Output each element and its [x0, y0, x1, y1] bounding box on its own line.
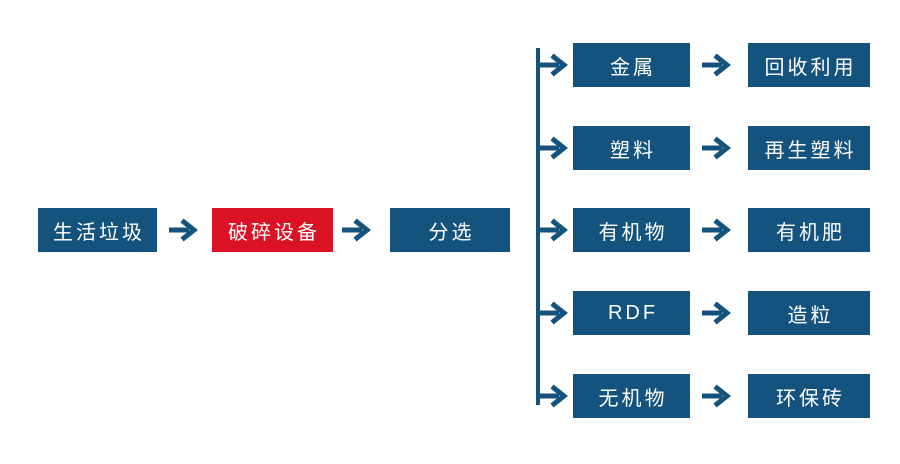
node-metal: 金属 [573, 43, 690, 87]
node-recycling: 回收利用 [748, 43, 870, 87]
node-organic-matter: 有机物 [573, 208, 690, 252]
arrow-right-icon [168, 218, 202, 242]
arrow-right-icon [538, 301, 572, 325]
arrow-right-icon [701, 301, 735, 325]
node-recycled-plastic: 再生塑料 [748, 126, 870, 170]
arrow-right-icon [701, 218, 735, 242]
node-eco-brick: 环保砖 [748, 374, 870, 418]
node-granulation: 造粒 [748, 291, 870, 335]
arrow-right-icon [701, 384, 735, 408]
node-sorting: 分选 [390, 208, 510, 252]
arrow-right-icon [538, 53, 572, 77]
arrow-right-icon [538, 218, 572, 242]
node-inorganic-matter: 无机物 [573, 374, 690, 418]
node-rdf: RDF [573, 291, 690, 335]
arrow-right-icon [701, 136, 735, 160]
arrow-right-icon [341, 218, 375, 242]
arrow-right-icon [538, 384, 572, 408]
node-crushing-equipment: 破碎设备 [212, 208, 333, 252]
arrow-right-icon [701, 53, 735, 77]
node-plastic: 塑料 [573, 126, 690, 170]
arrow-right-icon [538, 136, 572, 160]
branch-connector-line [536, 48, 540, 405]
node-household-waste: 生活垃圾 [38, 208, 157, 252]
node-organic-fertilizer: 有机肥 [748, 208, 870, 252]
